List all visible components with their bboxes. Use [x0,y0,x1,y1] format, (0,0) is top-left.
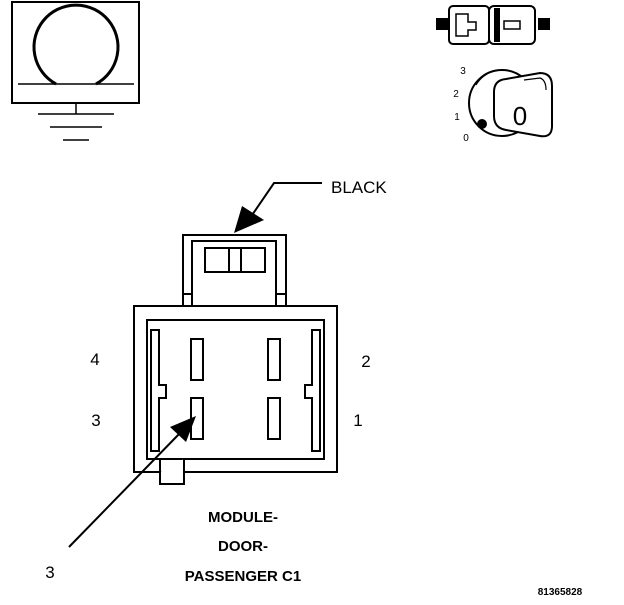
pin-callout-arrow [68,416,196,548]
ignition-key-icon: 0 3 2 1 0 [453,66,553,144]
module-title-line-1: MODULE- [208,509,278,526]
pin-label-4: 4 [90,350,99,369]
key-position-1: 1 [454,112,460,123]
terminal-cavity-1 [267,397,281,440]
module-title: MODULE- DOOR- PASSENGER C1 [185,509,301,585]
callout-pin-number: 3 [45,563,54,582]
module-title-line-2: DOOR- [218,538,268,555]
wire-color-label: BLACK [331,178,387,197]
key-position-2: 2 [453,89,459,100]
connector-terminal-icon [436,5,550,45]
module-title-line-3: PASSENGER C1 [185,568,301,585]
terminal-cavity-4 [190,338,204,381]
ground-symbol-icon [11,1,140,141]
pin-label-3: 3 [91,411,100,430]
pin-label-1: 1 [353,411,362,430]
connector-body [133,234,338,485]
key-position-3: 3 [460,66,466,77]
figure-reference: 81365828 [538,587,583,598]
key-symbol: 0 [513,101,527,131]
wire-color-callout: BLACK [234,178,387,233]
terminal-cavity-2 [267,338,281,381]
pin-label-2: 2 [361,352,370,371]
key-position-0: 0 [463,133,469,144]
